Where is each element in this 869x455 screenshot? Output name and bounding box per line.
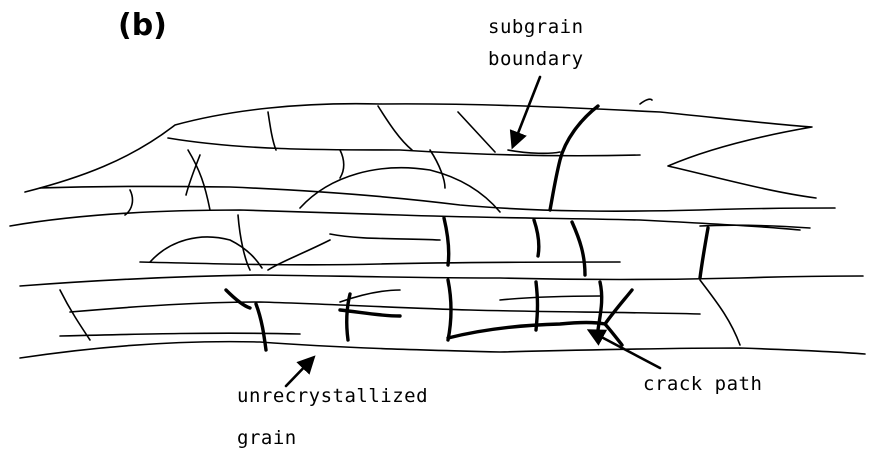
subgrain-label-line1: subgrain (488, 12, 584, 42)
unrecrystallized-label-line1: unrecrystallized (237, 381, 428, 411)
panel-label: (b) (118, 8, 167, 43)
annotation-arrows (286, 77, 660, 386)
crack-path-label: crack path (643, 369, 762, 399)
subgrain-boundary-arrow (513, 77, 540, 146)
subgrain-label-line2: boundary (488, 44, 584, 74)
unrecrystallized-label-line2: grain (237, 423, 297, 453)
subgrain-boundaries (125, 106, 810, 350)
grain-boundaries (10, 99, 865, 358)
